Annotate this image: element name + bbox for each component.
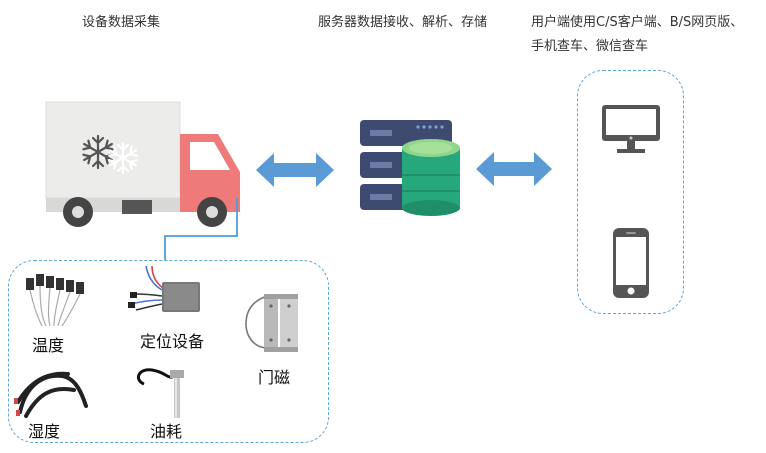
header-server-processing: 服务器数据接收、解析、存储 (318, 15, 488, 30)
door-sensor-icon (245, 294, 298, 352)
double-arrow-icon (476, 152, 552, 186)
humidity-sensor-icon (14, 371, 88, 418)
sensor-label-positioning: 定位设备 (140, 332, 205, 351)
temperature-sensor-icon (26, 274, 84, 327)
sensor-devices-panel (8, 260, 329, 443)
server-database-icon (360, 120, 460, 216)
fuel-sensor-icon (136, 368, 184, 418)
header-device-collection: 设备数据采集 (82, 15, 161, 30)
client-devices-panel (577, 70, 684, 314)
connector-line (164, 198, 238, 260)
sensor-label-humidity: 湿度 (28, 422, 61, 441)
monitor-icon (602, 105, 660, 153)
sensor-label-fuel: 油耗 (150, 422, 183, 441)
header-client-line2: 手机查车、微信查车 (531, 39, 649, 54)
header-client-line1: 用户端使用C/S客户端、B/S网页版、 (531, 15, 744, 30)
sensor-label-door: 门磁 (258, 368, 291, 387)
truck-icon (45, 101, 240, 227)
mobile-phone-icon (613, 228, 649, 298)
double-arrow-icon (256, 153, 334, 187)
gps-device-icon (128, 265, 200, 312)
sensor-label-temperature: 温度 (32, 336, 65, 355)
